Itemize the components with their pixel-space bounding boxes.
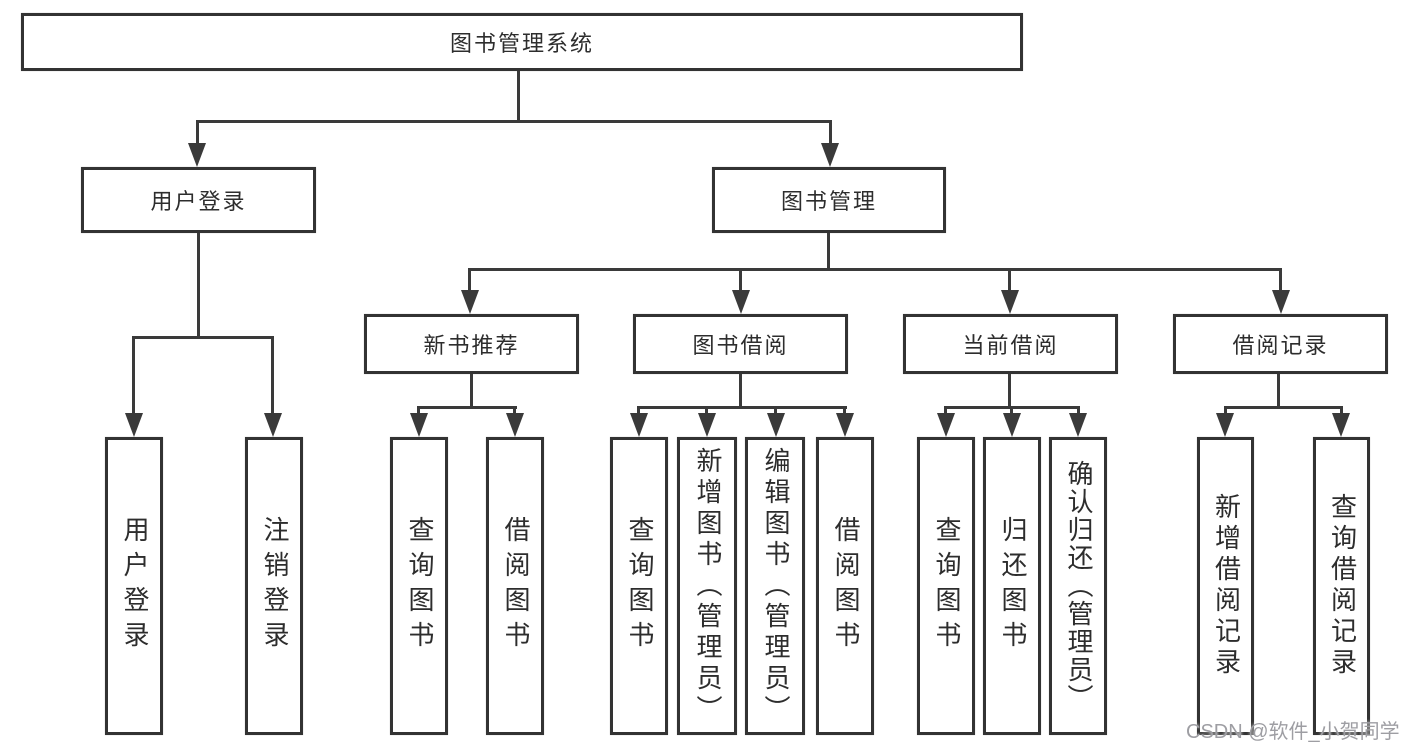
leaf-logout: 注销登录 [245, 437, 303, 735]
node-new-book-recommend: 新书推荐 [364, 314, 579, 374]
leaf-recommend-query-books: 查询图书 [390, 437, 448, 735]
connector-recommend-stub-2 [513, 406, 516, 416]
leaf-borrowing-edit-books-admin: 编辑图书（管理员） [745, 437, 805, 735]
leaf-records-query-record: 查询借阅记录 [1313, 437, 1370, 735]
connector-userlogin-drop [197, 233, 200, 339]
leaf-recommend-borrow-books-label: 借阅图书 [500, 516, 531, 656]
connector-recommend-drop [470, 374, 473, 409]
node-user-login: 用户登录 [81, 167, 316, 233]
arrow-to-leaf-borrowing-query [630, 413, 648, 437]
connector-userlogin-stub-1 [132, 336, 135, 416]
leaf-recommend-borrow-books: 借阅图书 [486, 437, 544, 735]
connector-borrowing-stub-3 [774, 406, 777, 416]
leaf-borrowing-add-books-admin: 新增图书（管理员） [677, 437, 737, 735]
node-book-borrowing: 图书借阅 [633, 314, 848, 374]
connector-records-drop [1277, 374, 1280, 409]
node-book-borrowing-label: 图书借阅 [692, 333, 789, 358]
connector-current-stub-3 [1077, 406, 1080, 416]
connector-root-stub-left [196, 120, 199, 146]
leaf-user-login-label: 用户登录 [119, 516, 150, 656]
connector-bookmgmt-drop [827, 233, 830, 271]
leaf-records-add-record: 新增借阅记录 [1197, 437, 1254, 735]
arrow-to-leaf-records-query [1332, 413, 1350, 437]
leaf-borrowing-query-books: 查询图书 [610, 437, 668, 735]
connector-borrowing-rail [637, 406, 847, 409]
leaf-current-confirm-return-admin: 确认归还（管理员） [1049, 437, 1107, 735]
connector-bookmgmt-rail [468, 268, 1282, 271]
connector-records-stub-1 [1224, 406, 1227, 416]
connector-borrowing-stub-2 [705, 406, 708, 416]
leaf-borrowing-add-books-admin-label: 新增图书（管理员） [692, 446, 723, 726]
connector-root-stub-right [829, 120, 832, 146]
arrow-to-borrowing-records [1272, 290, 1290, 314]
node-borrowing-records-label: 借阅记录 [1232, 333, 1329, 358]
connector-records-rail [1224, 406, 1343, 409]
arrow-to-leaf-current-query [937, 413, 955, 437]
connector-userlogin-rail [132, 336, 274, 339]
node-borrowing-records: 借阅记录 [1173, 314, 1388, 374]
leaf-records-query-record-label: 查询借阅记录 [1327, 493, 1358, 679]
leaf-current-return-books-label: 归还图书 [997, 516, 1028, 656]
arrow-to-leaf-borrowing-add [698, 413, 716, 437]
arrow-to-current-borrowing [1001, 290, 1019, 314]
connector-root-rail [196, 120, 832, 123]
leaf-borrowing-edit-books-admin-label: 编辑图书（管理员） [760, 446, 791, 726]
csdn-watermark: CSDN @软件_小贺同学 [1186, 721, 1400, 743]
arrow-to-user-login [188, 143, 206, 167]
leaf-borrowing-borrow-books: 借阅图书 [816, 437, 874, 735]
leaf-user-login: 用户登录 [105, 437, 163, 735]
leaf-current-query-books: 查询图书 [917, 437, 975, 735]
node-library-system-label: 图书管理系统 [449, 31, 594, 56]
arrow-to-leaf-current-confirm [1069, 413, 1087, 437]
connector-bookmgmt-stub-2 [739, 268, 742, 293]
connector-recommend-stub-1 [417, 406, 420, 416]
connector-borrowing-drop [739, 374, 742, 409]
node-book-management-label: 图书管理 [780, 189, 877, 214]
connector-current-stub-2 [1010, 406, 1013, 416]
connector-records-stub-2 [1340, 406, 1343, 416]
leaf-borrowing-query-books-label: 查询图书 [624, 516, 655, 656]
connector-current-drop [1008, 374, 1011, 409]
connector-bookmgmt-stub-1 [468, 268, 471, 293]
leaf-records-add-record-label: 新增借阅记录 [1211, 493, 1242, 679]
arrow-to-new-book-recommend [461, 290, 479, 314]
arrow-to-leaf-records-add [1216, 413, 1234, 437]
arrow-to-book-borrowing [732, 290, 750, 314]
connector-root-drop [517, 71, 520, 123]
connector-bookmgmt-stub-4 [1279, 268, 1282, 293]
arrow-to-leaf-recommend-query [410, 413, 428, 437]
connector-userlogin-stub-2 [271, 336, 274, 416]
arrow-to-book-management [821, 143, 839, 167]
connector-borrowing-stub-1 [637, 406, 640, 416]
leaf-current-return-books: 归还图书 [983, 437, 1041, 735]
leaf-current-confirm-return-admin-label: 确认归还（管理员） [1063, 460, 1094, 712]
leaf-logout-label: 注销登录 [259, 516, 290, 656]
connector-borrowing-stub-4 [843, 406, 846, 416]
leaf-recommend-query-books-label: 查询图书 [404, 516, 435, 656]
arrow-to-leaf-user-login [125, 413, 143, 437]
node-current-borrowing: 当前借阅 [903, 314, 1118, 374]
node-current-borrowing-label: 当前借阅 [962, 333, 1059, 358]
arrow-to-leaf-recommend-borrow [506, 413, 524, 437]
node-library-system: 图书管理系统 [21, 13, 1023, 71]
arrow-to-leaf-logout [264, 413, 282, 437]
arrow-to-leaf-borrowing-borrow [836, 413, 854, 437]
leaf-current-query-books-label: 查询图书 [931, 516, 962, 656]
leaf-borrowing-borrow-books-label: 借阅图书 [830, 516, 861, 656]
arrow-to-leaf-borrowing-edit [767, 413, 785, 437]
node-new-book-recommend-label: 新书推荐 [423, 333, 520, 358]
node-user-login-label: 用户登录 [150, 189, 247, 214]
connector-bookmgmt-stub-3 [1008, 268, 1011, 293]
arrow-to-leaf-current-return [1003, 413, 1021, 437]
connector-current-stub-1 [944, 406, 947, 416]
node-book-management: 图书管理 [712, 167, 946, 233]
connector-recommend-rail [417, 406, 517, 409]
